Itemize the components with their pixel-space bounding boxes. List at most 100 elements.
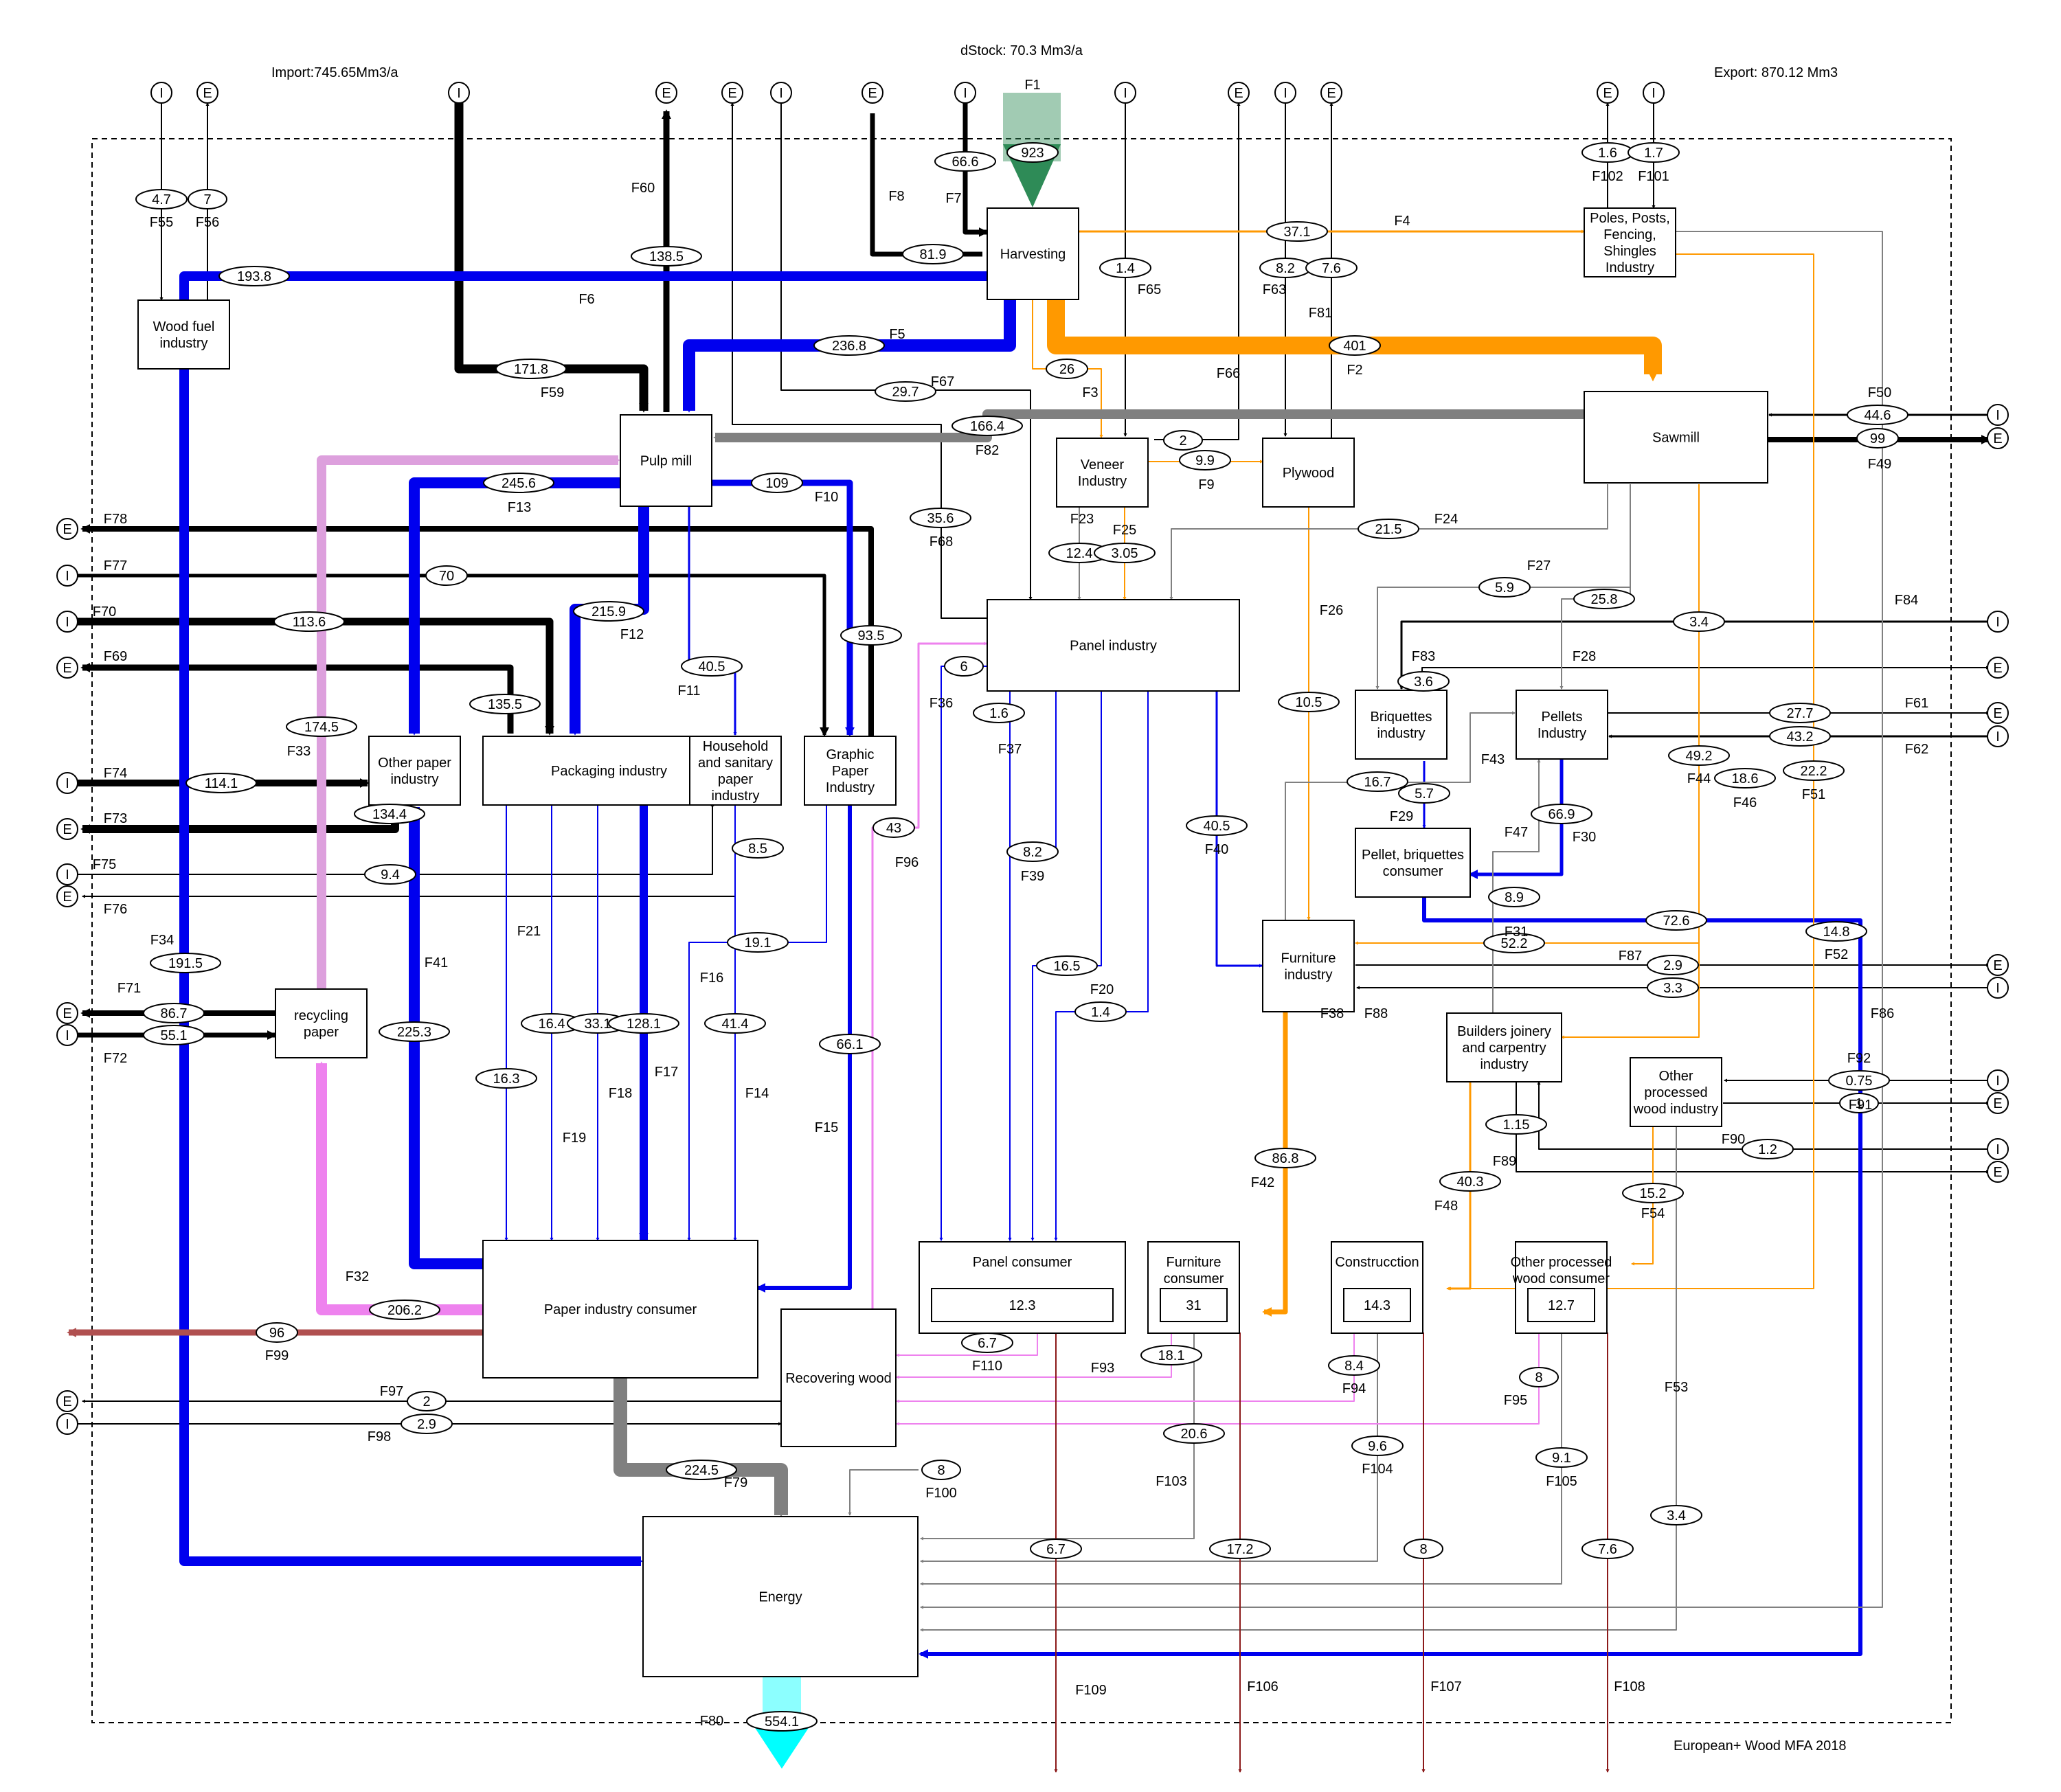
flow-value: 128.1 xyxy=(608,1013,679,1034)
flow-f33 xyxy=(317,455,620,989)
flow-value-text: 6 xyxy=(960,659,967,674)
flow-value: 2.9 xyxy=(401,1414,453,1434)
flow-value-ellipse xyxy=(1329,335,1381,356)
box-construct-label: Construcction xyxy=(1335,1255,1419,1270)
flow-value-text: 9.1 xyxy=(1552,1451,1571,1466)
box-furniture-label: industry xyxy=(1284,968,1332,983)
export-node: E xyxy=(1228,82,1250,104)
flow-id-label: F78 xyxy=(104,512,127,527)
import-node-letter: I xyxy=(457,86,461,101)
flow-value: 8.2 xyxy=(1259,258,1311,278)
flow-f100 xyxy=(848,1469,919,1516)
flow-value: 8.4 xyxy=(1328,1355,1380,1376)
export-node-circle xyxy=(1228,82,1250,104)
box-pellets-frame xyxy=(1516,690,1608,760)
flow-f53 xyxy=(920,231,1883,1609)
box-otherprocons-stock: 12.7 xyxy=(1548,1298,1575,1313)
flow-f90 xyxy=(1537,1081,1989,1150)
flow-value: 9.4 xyxy=(364,864,416,885)
flow-value: 236.8 xyxy=(813,335,885,356)
flow-value-ellipse xyxy=(369,1300,440,1320)
import-node: I xyxy=(56,565,78,587)
flow-id-label: F84 xyxy=(1895,593,1918,608)
flow-id-label: F51 xyxy=(1802,787,1825,802)
import-node: I xyxy=(1987,1138,2009,1160)
import-node-circle xyxy=(1114,82,1136,104)
flow-value-ellipse xyxy=(379,1021,450,1042)
box-poles-label: Poles, Posts, xyxy=(1590,211,1670,226)
flow-value: 3.4 xyxy=(1673,611,1725,632)
flow-value-ellipse xyxy=(185,773,257,793)
flow-f54 xyxy=(1631,1126,1654,1266)
flow-value-text: 8 xyxy=(1535,1370,1542,1385)
flow-value-ellipse xyxy=(1805,921,1867,942)
export-node-circle xyxy=(1987,702,2009,724)
flow-value: 18.6 xyxy=(1714,768,1776,789)
box-builders-label: industry xyxy=(1480,1057,1528,1072)
flow-id-label: F65 xyxy=(1138,282,1161,297)
flow-value: 3.6 xyxy=(1397,671,1450,692)
flow-value-text: 40.3 xyxy=(1457,1175,1484,1190)
export-node-circle xyxy=(655,82,677,104)
flow-value: 2 xyxy=(407,1391,447,1411)
export-node: E xyxy=(56,518,78,540)
export-node: E xyxy=(56,885,78,907)
flow-value-text: 21.5 xyxy=(1375,522,1402,537)
box-paperconsumer-label: Paper industry consumer xyxy=(544,1302,697,1317)
flow-value-ellipse xyxy=(1742,1139,1794,1159)
flow-value: 215.9 xyxy=(573,601,644,622)
flow-value-text: 96 xyxy=(269,1326,284,1341)
flow-value: 66.9 xyxy=(1531,804,1592,824)
export-node-circle xyxy=(56,818,78,840)
export-node-circle xyxy=(1320,82,1342,104)
flow-value: 8 xyxy=(921,1460,961,1480)
flow-value: 93.5 xyxy=(840,625,902,646)
import-node: I xyxy=(1987,1069,2009,1091)
flow-f48 xyxy=(1448,1082,1472,1291)
flow-value-ellipse xyxy=(1856,428,1899,449)
import-node-letter: I xyxy=(1996,1142,2000,1157)
import-node-circle xyxy=(1987,725,2009,747)
flow-value-text: 8.9 xyxy=(1505,890,1524,905)
flow-value-text: 18.1 xyxy=(1158,1348,1185,1363)
flow-value-text: 19.1 xyxy=(745,935,772,951)
import-node-letter: I xyxy=(1123,86,1127,101)
flow-f21 xyxy=(409,807,485,1269)
flow-value-ellipse xyxy=(746,1711,818,1732)
box-pelletcons-label: Pellet, briquettes xyxy=(1362,848,1464,863)
flow-id-label: F48 xyxy=(1434,1199,1458,1214)
flow-id-label: F23 xyxy=(1070,512,1094,527)
export-node-circle xyxy=(1987,427,2009,449)
flow-id-label: F92 xyxy=(1847,1051,1871,1066)
export-node: E xyxy=(721,82,743,104)
flow-value-ellipse xyxy=(1673,611,1725,632)
box-recovering: Recovering wood xyxy=(780,1308,897,1447)
flow-value-text: 40.5 xyxy=(1204,819,1230,834)
flow-value-text: 70 xyxy=(439,569,454,584)
flow-value-text: 8.2 xyxy=(1023,845,1042,860)
flow-value-ellipse xyxy=(1278,692,1340,712)
flow-value-text: 135.5 xyxy=(488,697,522,712)
flow-f104 xyxy=(920,1332,1378,1563)
flow-id-label: F67 xyxy=(931,374,954,389)
flow-value-ellipse xyxy=(1488,887,1540,907)
flow-value-ellipse xyxy=(921,1460,961,1480)
flow-value: 1.4 xyxy=(1099,258,1151,278)
flow-id-label: F28 xyxy=(1573,649,1596,664)
import-node-circle xyxy=(770,82,792,104)
flow-value-text: 215.9 xyxy=(592,604,626,620)
flow-id-label: F33 xyxy=(287,744,311,759)
flow-value: 7.6 xyxy=(1581,1539,1634,1559)
flow-id-label: F6 xyxy=(578,292,594,307)
flow-id-label: F70 xyxy=(93,604,116,620)
flow-value-ellipse xyxy=(751,473,803,493)
box-panelcons-label: Panel consumer xyxy=(973,1255,1072,1270)
flow-value: 1.6 xyxy=(973,703,1025,723)
flow-f46 xyxy=(1561,484,1700,1039)
flow-value-ellipse xyxy=(1186,815,1248,836)
export-node-circle xyxy=(1597,82,1619,104)
flow-value-text: 26 xyxy=(1059,362,1074,377)
